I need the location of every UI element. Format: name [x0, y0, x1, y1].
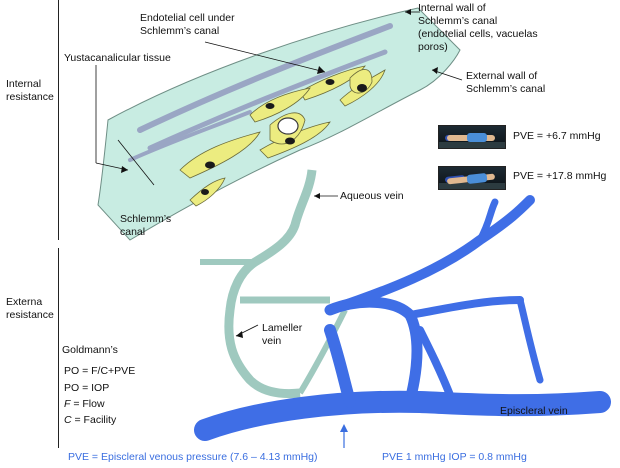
externa-resistance-label: Externa resistance — [6, 296, 54, 321]
goldmann-eq2: PO = IOP — [64, 382, 110, 394]
aqueous-vein — [224, 169, 317, 399]
goldmann-title: Goldmann’s — [62, 344, 118, 356]
arrowhead-yusta — [121, 166, 128, 173]
supine-photo — [438, 125, 506, 149]
externa-resistance-divider — [58, 248, 59, 448]
footer-left: PVE = Episcleral venous pressure (7.6 – … — [68, 451, 318, 463]
canal-stripe-3 — [128, 110, 252, 162]
internal-resistance-label: Internal resistance — [6, 78, 54, 103]
canal-stripe-2 — [147, 49, 388, 151]
nucleus-5 — [357, 84, 367, 92]
endotelial-cell-label: Endotelial cell under Schlemm’s canal — [140, 12, 235, 37]
aqueous-vein-label: Aqueous vein — [340, 190, 404, 202]
internal-resistance-divider — [58, 0, 59, 240]
schlemms-canal-label: Schlemm’s canal — [120, 213, 172, 238]
aqueous-vein-network — [200, 169, 348, 399]
episcleral-arm-4 — [416, 326, 454, 399]
episcleral-arm-1 — [325, 195, 535, 315]
footer-right: PVE 1 mmHg IOP = 0.8 mmHg — [382, 451, 527, 463]
arrowhead-lameller — [236, 331, 243, 338]
nucleus-4 — [265, 103, 275, 109]
pointer-endotelial — [204, 41, 326, 73]
goldmann-facility: C = Facility — [64, 414, 116, 427]
arrowhead-external-wall — [432, 67, 438, 74]
cell-nuclei — [201, 79, 367, 195]
episcleral-trunk — [324, 324, 356, 408]
pointer-yusta-diag — [117, 139, 155, 186]
endothelial-cells — [179, 65, 386, 207]
cell-4 — [249, 87, 311, 123]
nucleus-6 — [201, 189, 209, 195]
facility-text: = Facility — [71, 414, 117, 426]
arrowhead-endotelial — [317, 66, 325, 74]
tilted-photo — [438, 166, 506, 190]
lameller-vein-label: Lameller vein — [262, 322, 303, 347]
nucleus-1 — [205, 161, 215, 169]
arrowhead-aqueous — [314, 193, 320, 199]
episcleral-main — [194, 390, 611, 441]
pve-supine: PVE = +6.7 mmHg — [513, 130, 601, 142]
nucleus-3 — [325, 79, 335, 85]
arrowhead-internal-wall — [405, 9, 411, 15]
canal-stripe-1 — [137, 23, 393, 133]
internal-wall-label: Internal wall of Schlemm’s canal (endote… — [418, 2, 538, 53]
pressure-arrow — [340, 424, 348, 448]
facility-variable: C — [64, 414, 72, 426]
yustacanalicular-label: Yustacanalicular tissue — [64, 52, 171, 64]
episcleral-vein-network — [194, 195, 611, 441]
goldmann-eq1: PO = F/C+PVE — [64, 365, 136, 377]
pve-tilted: PVE = +17.8 mmHg — [513, 170, 607, 182]
goldmann-flow: F = Flow — [64, 398, 105, 411]
lamellar-branch-3 — [297, 308, 348, 395]
cell-1 — [179, 131, 261, 179]
flow-variable: F — [64, 398, 71, 410]
external-wall-label: External wall of Schlemm’s canal — [466, 70, 546, 95]
episcleral-arm-2 — [406, 296, 524, 319]
nucleus-2 — [285, 137, 295, 145]
episcleral-arm-5 — [516, 296, 544, 384]
episcleral-arm-3 — [476, 198, 499, 244]
vacuole — [277, 117, 299, 135]
episcleral-vein-label: Episcleral vein — [500, 405, 568, 417]
flow-text: = Flow — [70, 398, 105, 410]
pointer-arrowheads — [121, 9, 438, 338]
